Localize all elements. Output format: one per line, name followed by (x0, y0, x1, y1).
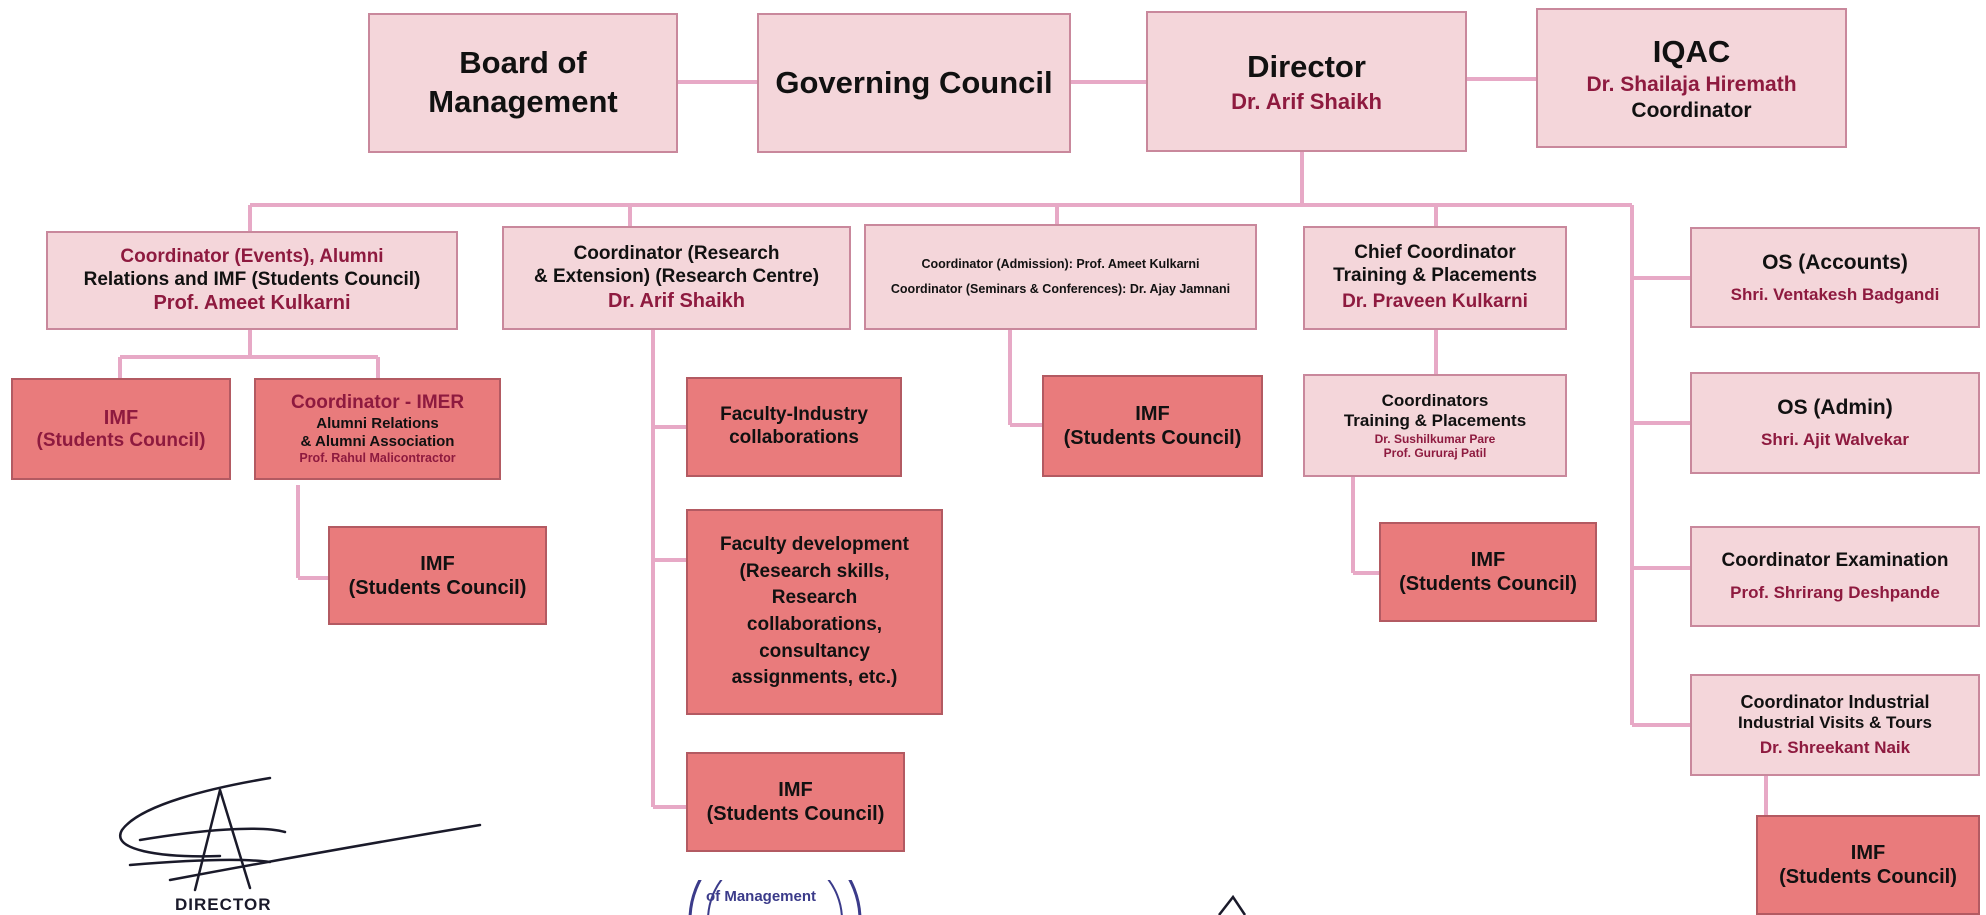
imer-coordinator-box: Coordinator - IMER Alumni Relations & Al… (254, 378, 501, 480)
director-title: Director (1247, 48, 1366, 84)
imf-sublabel: (Students Council) (348, 576, 527, 599)
imf-sublabel: (Students Council) (1063, 427, 1242, 449)
signature-label: DIRECTOR (175, 895, 272, 914)
governing-council-title: Governing Council (775, 65, 1053, 101)
iqac-title: IQAC (1652, 34, 1731, 70)
board-of-management-box: Board of Management (368, 13, 678, 153)
imf-label: IMF (1470, 549, 1506, 571)
iqac-box: IQAC Dr. Shailaja Hiremath Coordinator (1536, 8, 1847, 148)
admission-coordinator-box: Coordinator (Admission): Prof. Ameet Kul… (864, 224, 1257, 330)
visits-name: Dr. Shreekant Naik (1759, 737, 1911, 757)
imer-name: Prof. Rahul Malicontractor (299, 450, 456, 465)
research-coordinator-box: Coordinator (Research & Extension) (Rese… (502, 226, 851, 330)
chief-tp-line1: Chief Coordinator (1354, 241, 1516, 263)
os-accounts-box: OS (Accounts) Shri. Ventakesh Badgandi (1690, 227, 1980, 328)
research-line2: & Extension) (Research Centre) (533, 266, 820, 287)
seal-text: of Management (706, 888, 817, 905)
visits-line2: Industrial Visits & Tours (1738, 713, 1932, 733)
director-box: Director Dr. Arif Shaikh (1146, 11, 1467, 152)
industrial-visits-box: Coordinator Industrial Industrial Visits… (1690, 674, 1980, 776)
events-line1: Coordinator (Events), Alumni (120, 245, 384, 267)
director-name: Dr. Arif Shaikh (1231, 88, 1382, 114)
coords-tp-line1: Coordinators (1381, 390, 1489, 410)
chief-tp-line2: Training & Placements (1333, 264, 1537, 286)
admission-line2: Coordinator (Seminars & Conferences): Dr… (890, 282, 1231, 296)
board-of-management-title: Board of Management (428, 45, 618, 119)
exam-title: Coordinator Examination (1721, 549, 1949, 571)
os-accounts-name: Shri. Ventakesh Badgandi (1730, 284, 1940, 304)
os-admin-title: OS (Admin) (1777, 396, 1893, 420)
imer-line1: Coordinator - IMER (290, 392, 465, 414)
events-coordinator-box: Coordinator (Events), Alumni Relations a… (46, 231, 458, 330)
chief-training-placements-box: Chief Coordinator Training & Placements … (1303, 226, 1567, 330)
events-line2: Relations and IMF (Students Council) (83, 268, 421, 290)
coords-tp-line2: Training & Placements (1343, 411, 1527, 431)
faculty-development-box: Faculty development (Research skills, Re… (686, 509, 943, 715)
imf-sublabel: (Students Council) (706, 803, 885, 825)
os-admin-box: OS (Admin) Shri. Ajit Walvekar (1690, 372, 1980, 474)
faculty-industry-box: Faculty-Industry collaborations (686, 377, 902, 477)
research-name: Dr. Arif Shaikh (607, 289, 746, 312)
faculty-development-label: Faculty development (Research skills, Re… (720, 534, 909, 689)
imf-box-research: IMF (Students Council) (686, 752, 905, 852)
exam-name: Prof. Shrirang Deshpande (1730, 582, 1940, 602)
coords-tp-name2: Prof. Gururaj Patil (1383, 445, 1487, 460)
imf-box-admission: IMF (Students Council) (1042, 375, 1263, 477)
imf-label: IMF (778, 779, 813, 801)
imf-label: IMF (103, 406, 139, 429)
coords-tp-name1: Dr. Sushilkumar Pare (1374, 431, 1496, 446)
imf-sublabel: (Students Council) (36, 429, 206, 451)
institute-seal (688, 880, 862, 915)
imf-label: IMF (1135, 403, 1170, 425)
imf-label: IMF (420, 552, 455, 575)
admission-line1: Coordinator (Admission): Prof. Ameet Kul… (921, 257, 1200, 271)
iqac-role: Coordinator (1631, 98, 1752, 122)
imf-box-training: IMF (Students Council) (1379, 522, 1597, 622)
governing-council-box: Governing Council (757, 13, 1071, 153)
imf-label: IMF (1850, 842, 1886, 864)
imf-box-events: IMF (Students Council) (11, 378, 231, 480)
research-line1: Coordinator (Research (573, 243, 780, 265)
imf-box-visits: IMF (Students Council) (1756, 815, 1980, 915)
imer-line2: Alumni Relations (316, 414, 439, 432)
imf-sublabel: (Students Council) (1779, 866, 1957, 888)
ink-mark (1218, 895, 1247, 915)
iqac-name: Dr. Shailaja Hiremath (1586, 73, 1797, 97)
coordinator-examination-box: Coordinator Examination Prof. Shrirang D… (1690, 526, 1980, 627)
imf-sublabel: (Students Council) (1399, 573, 1577, 595)
imer-line3: & Alumni Association (300, 432, 455, 450)
os-accounts-title: OS (Accounts) (1762, 250, 1908, 274)
imf-box-imer: IMF (Students Council) (328, 526, 547, 625)
events-name: Prof. Ameet Kulkarni (153, 292, 351, 315)
director-signature (119, 776, 482, 892)
coordinators-training-placements-box: Coordinators Training & Placements Dr. S… (1303, 374, 1567, 477)
visits-line1: Coordinator Industrial (1740, 691, 1930, 712)
faculty-industry-label: Faculty-Industry collaborations (720, 404, 868, 448)
chief-tp-name: Dr. Praveen Kulkarni (1342, 291, 1528, 313)
os-admin-name: Shri. Ajit Walvekar (1760, 430, 1909, 450)
